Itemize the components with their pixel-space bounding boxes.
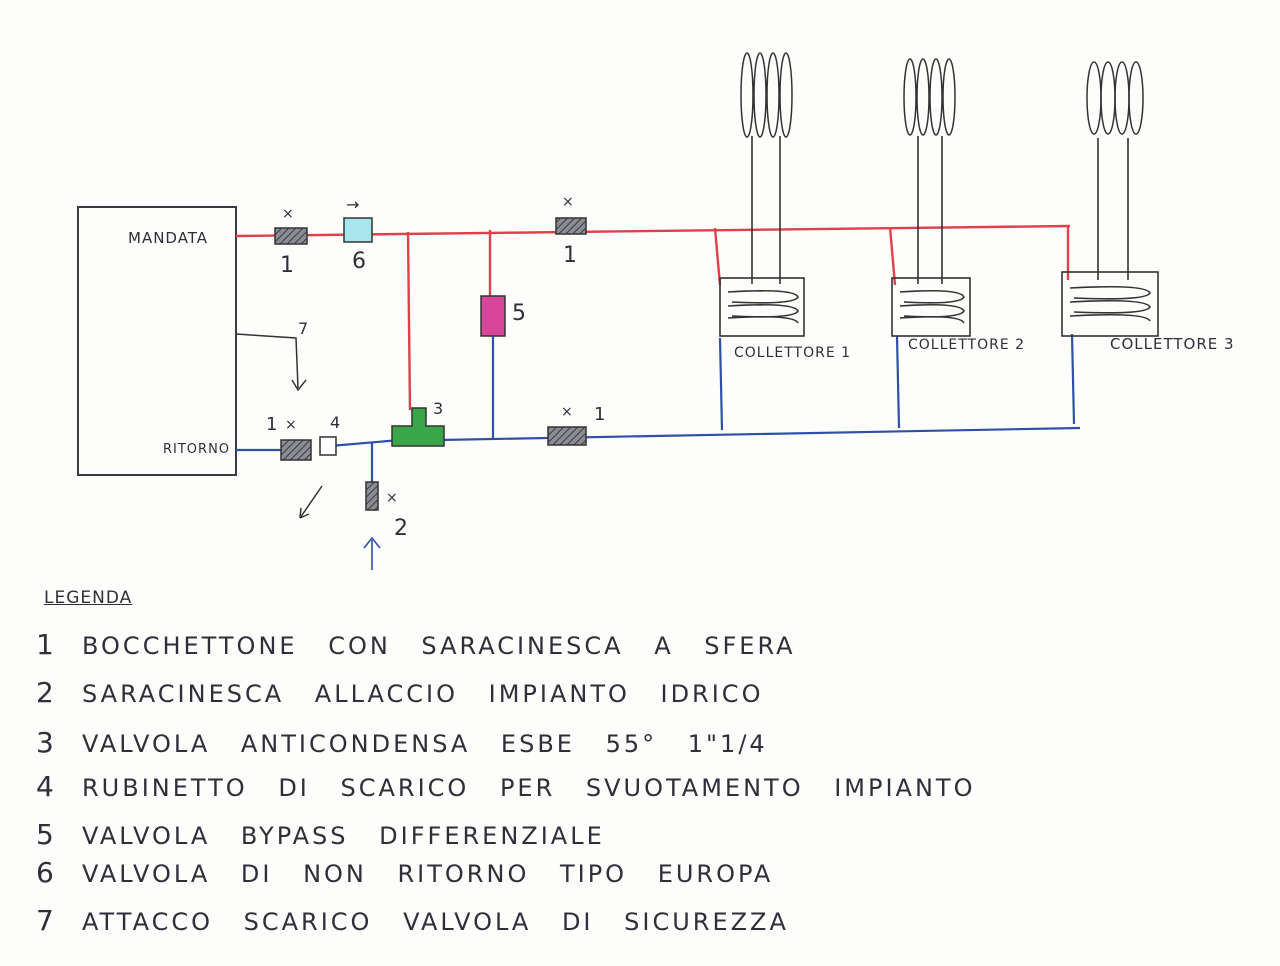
drain-tap-4 [319, 436, 337, 456]
valve-1-return-right-x: × [561, 404, 573, 420]
return-pipe [236, 333, 1081, 486]
legend-item-text: BOCCHETTONE CON SARACINESCA A SFERA [82, 632, 796, 660]
collector-3-label: COLLETTORE 3 [1110, 335, 1235, 353]
fill-valve-2 [365, 481, 379, 511]
flow-arrow-icon: → [346, 195, 359, 214]
valve-1-mid-number: 1 [563, 243, 577, 268]
drain-arrow-line [299, 485, 323, 519]
collector-1 [719, 136, 805, 337]
radiator-coil-1 [740, 52, 793, 138]
valve-1-supply-number: 1 [280, 253, 294, 278]
bypass-5-number: 5 [512, 301, 526, 326]
collector-2-label: COLLETTORE 2 [908, 337, 1025, 353]
legend-item: 2 SARACINESCA ALLACCIO IMPIANTO IDRICO [36, 676, 763, 709]
valve-6-number: 6 [352, 249, 366, 274]
ball-valve-1-return-right [547, 426, 587, 446]
legend-item: 6 VALVOLA DI NON RITORNO TIPO EUROPA [36, 856, 773, 889]
radiator-coil-2 [903, 58, 956, 136]
legend-item-text: SARACINESCA ALLACCIO IMPIANTO IDRICO [82, 680, 764, 708]
legend-item-text: VALVOLA BYPASS DIFFERENZIALE [82, 822, 605, 850]
ritorno-label: RITORNO [163, 442, 230, 457]
supply-pipe [235, 224, 1071, 411]
legend-item: 1 BOCCHETTONE CON SARACINESCA A SFERA [36, 628, 796, 661]
legend-item-number: 2 [36, 676, 54, 709]
check-valve-6 [343, 217, 373, 243]
outlet-7-number: 7 [298, 319, 308, 338]
collector-3 [1061, 138, 1159, 337]
anticondensa-valve-3 [391, 407, 445, 447]
legend-item: 7 ATTACCO SCARICO VALVOLA DI SICUREZZA [36, 904, 789, 937]
legend-item-text: VALVOLA ANTICONDENSA ESBE 55° 1"1/4 [82, 730, 768, 758]
valve-1-mid-x: × [562, 194, 574, 210]
valve-1-return-left-x: × [285, 417, 297, 433]
valve-1-return-left-number: 1 [266, 414, 277, 435]
legend-item-number: 4 [36, 770, 54, 803]
collector-1-label: COLLETTORE 1 [734, 345, 851, 361]
legend-item-text: RUBINETTO DI SCARICO PER SVUOTAMENTO IMP… [82, 774, 976, 802]
collector-2 [891, 136, 971, 337]
legend-item-number: 3 [36, 726, 54, 759]
safety-valve-outlet-7 [235, 333, 299, 389]
valve-2-x: × [386, 490, 398, 506]
ball-valve-1-mid [555, 217, 587, 235]
legend-item: 3 VALVOLA ANTICONDENSA ESBE 55° 1"1/4 [36, 726, 768, 759]
tap-4-number: 4 [330, 413, 340, 432]
legend-item-number: 1 [36, 628, 54, 661]
legend-title: LEGENDA [44, 588, 133, 608]
legend-item-text: VALVOLA DI NON RITORNO TIPO EUROPA [82, 860, 774, 888]
legend-item-number: 7 [36, 904, 54, 937]
water-inlet-arrow-icon [363, 536, 381, 549]
ball-valve-1-return-left [280, 439, 312, 461]
legend-item-number: 5 [36, 818, 54, 851]
anticondensa-3-number: 3 [433, 399, 443, 418]
mandata-label: MANDATA [128, 229, 208, 247]
legend-item-number: 6 [36, 856, 54, 889]
drain-arrow-icon [299, 507, 310, 519]
valve-1-return-right-number: 1 [594, 404, 605, 425]
legend-item: 5 VALVOLA BYPASS DIFFERENZIALE [36, 818, 605, 851]
valve-2-number: 2 [394, 516, 408, 541]
bypass-valve-5 [480, 295, 506, 337]
boiler [77, 206, 237, 476]
valve-1-supply-x: × [282, 206, 294, 222]
legend-item: 4 RUBINETTO DI SCARICO PER SVUOTAMENTO I… [36, 770, 975, 803]
ball-valve-1-supply [274, 227, 308, 245]
radiator-coil-3 [1086, 61, 1144, 135]
legend-item-text: ATTACCO SCARICO VALVOLA DI SICUREZZA [82, 908, 789, 936]
outlet-7-arrow-icon [291, 379, 307, 392]
